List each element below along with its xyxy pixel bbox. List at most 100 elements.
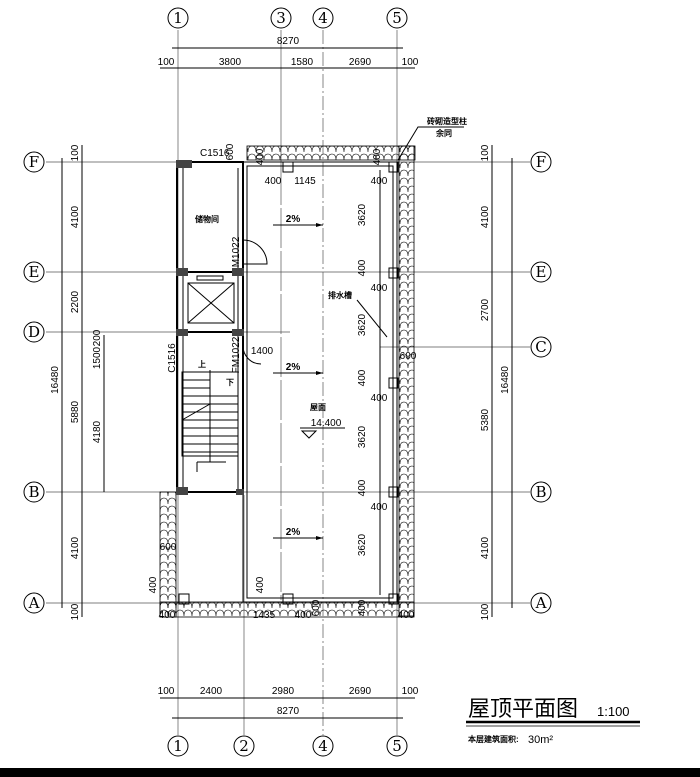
axis-left-B: B: [23, 481, 45, 503]
svg-text:1435: 1435: [253, 610, 276, 621]
svg-text:400: 400: [371, 393, 388, 404]
svg-text:F: F: [29, 153, 39, 171]
stair: [181, 370, 239, 472]
svg-text:1500: 1500: [92, 346, 103, 369]
svg-text:C1516: C1516: [167, 343, 178, 373]
svg-text:屋面: 屋面: [310, 402, 326, 412]
svg-text:400: 400: [357, 599, 368, 616]
axis-grid: [46, 30, 530, 735]
svg-text:600: 600: [225, 143, 236, 160]
svg-text:下: 下: [226, 378, 234, 387]
svg-text:2700: 2700: [480, 298, 491, 321]
axis-right-E: E: [530, 261, 552, 283]
svg-text:200: 200: [92, 329, 103, 346]
axis-top-4: 4: [312, 7, 334, 29]
svg-text:100: 100: [70, 144, 81, 161]
dimension-lines: [61, 47, 513, 719]
svg-text:400: 400: [265, 176, 282, 187]
svg-text:4100: 4100: [70, 536, 81, 559]
axis-left-E: E: [23, 261, 45, 283]
svg-text:D: D: [28, 323, 40, 341]
svg-text:2980: 2980: [272, 686, 295, 697]
svg-text:3: 3: [276, 9, 286, 27]
axis-bottom-5: 5: [386, 735, 408, 757]
svg-text:400: 400: [159, 610, 176, 621]
svg-text:400: 400: [255, 148, 266, 165]
svg-text:1580: 1580: [291, 57, 314, 68]
svg-text:100: 100: [70, 603, 81, 620]
svg-text:C1516: C1516: [200, 148, 230, 159]
svg-text:8270: 8270: [277, 36, 300, 47]
svg-text:4: 4: [318, 737, 328, 755]
svg-text:A: A: [535, 594, 547, 612]
svg-text:3620: 3620: [357, 425, 368, 448]
svg-text:1: 1: [173, 737, 183, 755]
axis-bubbles: 1 3 4 5 1 2 4 5 F E D B A F E C B A: [23, 7, 552, 757]
svg-text:16480: 16480: [500, 366, 511, 394]
svg-text:400: 400: [371, 176, 388, 187]
svg-text:600: 600: [400, 351, 417, 362]
axis-left-F: F: [23, 151, 45, 173]
svg-text:E: E: [29, 263, 40, 281]
svg-text:5880: 5880: [70, 400, 81, 423]
svg-text:砖砌造型柱: 砖砌造型柱: [427, 116, 467, 126]
svg-text:100: 100: [480, 144, 491, 161]
svg-text:600: 600: [160, 542, 177, 553]
svg-text:5: 5: [392, 9, 402, 27]
axis-left-A: A: [23, 592, 45, 614]
svg-text:3620: 3620: [357, 313, 368, 336]
svg-text:400: 400: [357, 369, 368, 386]
svg-text:100: 100: [480, 603, 491, 620]
svg-text:4100: 4100: [480, 205, 491, 228]
axis-top-1: 1: [167, 7, 189, 29]
dims-right: 100 4100 2700 5380 4100 100 16480: [480, 144, 511, 620]
axis-right-A: A: [530, 592, 552, 614]
svg-text:FM1022: FM1022: [231, 336, 242, 373]
svg-text:排水槽: 排水槽: [328, 290, 352, 300]
svg-text:2%: 2%: [286, 362, 301, 373]
svg-text:600: 600: [311, 599, 322, 616]
svg-text:400: 400: [372, 148, 383, 165]
svg-text:E: E: [536, 263, 547, 281]
svg-text:4: 4: [318, 9, 328, 27]
svg-text:8270: 8270: [277, 706, 300, 717]
svg-text:2690: 2690: [349, 686, 372, 697]
dims-top: 8270 100 3800 1580 2690 100: [158, 36, 419, 68]
svg-text:100: 100: [158, 57, 175, 68]
axis-bottom-2: 2: [233, 735, 255, 757]
svg-text:5: 5: [392, 737, 402, 755]
axis-right-C: C: [530, 336, 552, 358]
svg-text:14.400: 14.400: [311, 418, 342, 429]
axis-left-D: D: [23, 321, 45, 343]
svg-text:5380: 5380: [480, 408, 491, 431]
svg-text:2400: 2400: [200, 686, 223, 697]
svg-text:400: 400: [398, 610, 415, 621]
axis-right-F: F: [530, 151, 552, 173]
drawing-title: 屋顶平面图: [468, 696, 578, 721]
room-labels: 储物间 排水槽 屋面 14.400 砖砌造型柱 余同 上 下 C1516 C15…: [167, 116, 467, 439]
svg-text:上: 上: [198, 359, 206, 369]
svg-text:F: F: [536, 153, 546, 171]
svg-text:1: 1: [173, 9, 183, 27]
area-label: 本层建筑面积:: [467, 734, 519, 744]
svg-text:400: 400: [255, 576, 266, 593]
parapet-tiles: [159, 145, 416, 618]
axis-top-3: 3: [270, 7, 292, 29]
axis-right-B: B: [530, 481, 552, 503]
svg-text:16480: 16480: [50, 366, 61, 394]
inner-dimensions: 400 1145 400 400 400 400 1400 600 600 14…: [148, 143, 417, 621]
svg-text:2690: 2690: [349, 57, 372, 68]
svg-text:4100: 4100: [70, 205, 81, 228]
svg-text:1400: 1400: [251, 346, 274, 357]
svg-text:4180: 4180: [92, 420, 103, 443]
svg-text:3620: 3620: [357, 533, 368, 556]
axis-bottom-1: 1: [167, 735, 189, 757]
dims-bottom: 100 2400 2980 2690 100 8270: [158, 686, 419, 717]
svg-text:400: 400: [148, 576, 159, 593]
svg-text:400: 400: [295, 610, 312, 621]
svg-text:3800: 3800: [219, 57, 242, 68]
svg-text:B: B: [28, 483, 39, 501]
svg-text:400: 400: [371, 283, 388, 294]
drawing-scale: 1:100: [597, 704, 630, 719]
svg-text:A: A: [28, 594, 40, 612]
